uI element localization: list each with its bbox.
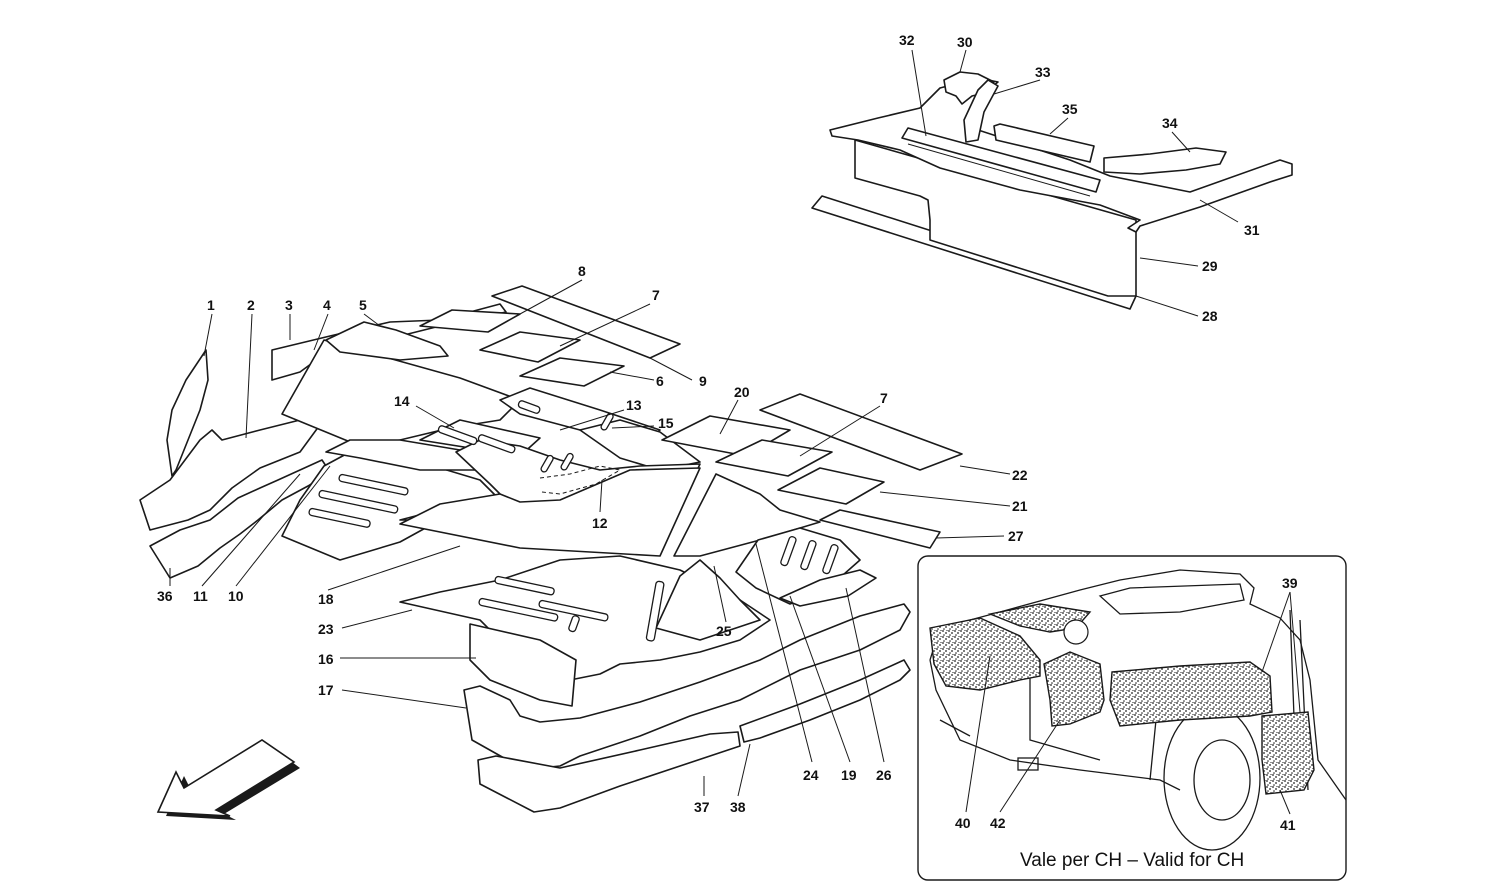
callout-30: 30 — [957, 34, 973, 50]
leader-lines — [169, 49, 1239, 797]
part-7a[interactable] — [479, 331, 581, 363]
callout-20: 20 — [734, 384, 750, 400]
callout-13: 13 — [626, 397, 642, 413]
part-42[interactable] — [1043, 651, 1105, 727]
callout-34: 34 — [1162, 115, 1178, 131]
part-39[interactable] — [1109, 661, 1273, 727]
inset-caption: Vale per CH – Valid for CH — [1020, 850, 1244, 871]
callout-36: 36 — [157, 588, 173, 604]
part-21[interactable] — [777, 467, 885, 505]
callout-26: 26 — [876, 767, 892, 783]
callout-17: 17 — [318, 682, 334, 698]
rear-panel-group — [811, 71, 1293, 310]
part-7b[interactable] — [715, 439, 833, 477]
part-1[interactable] — [166, 349, 209, 477]
direction-arrow-icon — [156, 739, 300, 820]
callout-5: 5 — [359, 297, 367, 313]
lower-floor-group — [308, 473, 911, 813]
callout-35: 35 — [1062, 101, 1078, 117]
part-29[interactable] — [854, 139, 1137, 297]
callout-labels: 1 2 3 4 5 8 7 6 9 14 13 15 12 20 7 22 21… — [157, 32, 1298, 833]
part-15[interactable] — [579, 419, 701, 471]
part-26[interactable] — [779, 569, 877, 607]
callout-24: 24 — [803, 767, 819, 783]
part-32[interactable] — [901, 127, 1101, 193]
callout-23: 23 — [318, 621, 334, 637]
callout-12: 12 — [592, 515, 608, 531]
part-33[interactable] — [963, 79, 999, 143]
callout-11: 11 — [193, 588, 208, 604]
callout-38: 38 — [730, 799, 746, 815]
part-40[interactable] — [929, 617, 1041, 691]
callout-31: 31 — [1244, 222, 1260, 238]
part-6[interactable] — [519, 357, 625, 387]
callout-18: 18 — [318, 591, 334, 607]
part-27[interactable] — [819, 509, 941, 549]
callout-29: 29 — [1202, 258, 1218, 274]
part-8[interactable] — [419, 309, 521, 333]
callout-9: 9 — [699, 373, 707, 389]
callout-6: 6 — [656, 373, 664, 389]
callout-27: 27 — [1008, 528, 1024, 544]
callout-42: 42 — [990, 815, 1006, 831]
callout-25: 25 — [716, 623, 732, 639]
callout-39: 39 — [1282, 575, 1298, 591]
part-22[interactable] — [759, 393, 963, 471]
callout-1: 1 — [207, 297, 215, 313]
part-34[interactable] — [1103, 147, 1227, 175]
callout-8: 8 — [578, 263, 586, 279]
part-25[interactable] — [673, 473, 821, 557]
part-17[interactable] — [463, 603, 911, 769]
part-24[interactable] — [655, 559, 761, 641]
callout-21: 21 — [1012, 498, 1028, 514]
callout-19: 19 — [841, 767, 857, 783]
callout-33: 33 — [1035, 64, 1051, 80]
part-5[interactable] — [325, 321, 449, 361]
callout-4: 4 — [323, 297, 331, 313]
callout-37: 37 — [694, 799, 710, 815]
part-41[interactable] — [1261, 711, 1315, 795]
callout-14: 14 — [394, 393, 410, 409]
callout-40: 40 — [955, 815, 971, 831]
callout-22: 22 — [1012, 467, 1028, 483]
callout-7a: 7 — [652, 287, 660, 303]
callout-15: 15 — [658, 415, 674, 431]
part-37[interactable] — [477, 731, 741, 813]
callout-41: 41 — [1280, 817, 1296, 833]
part-16[interactable] — [469, 623, 577, 707]
callout-32: 32 — [899, 32, 915, 48]
part-18[interactable] — [399, 467, 701, 557]
part-35[interactable] — [993, 123, 1095, 163]
callout-2: 2 — [247, 297, 255, 313]
callout-7b: 7 — [880, 390, 888, 406]
callout-16: 16 — [318, 651, 334, 667]
ch-variant-inset: Vale per CH – Valid for CH — [917, 555, 1347, 881]
callout-3: 3 — [285, 297, 293, 313]
part-38[interactable] — [739, 659, 911, 743]
callout-10: 10 — [228, 588, 244, 604]
callout-28: 28 — [1202, 308, 1218, 324]
